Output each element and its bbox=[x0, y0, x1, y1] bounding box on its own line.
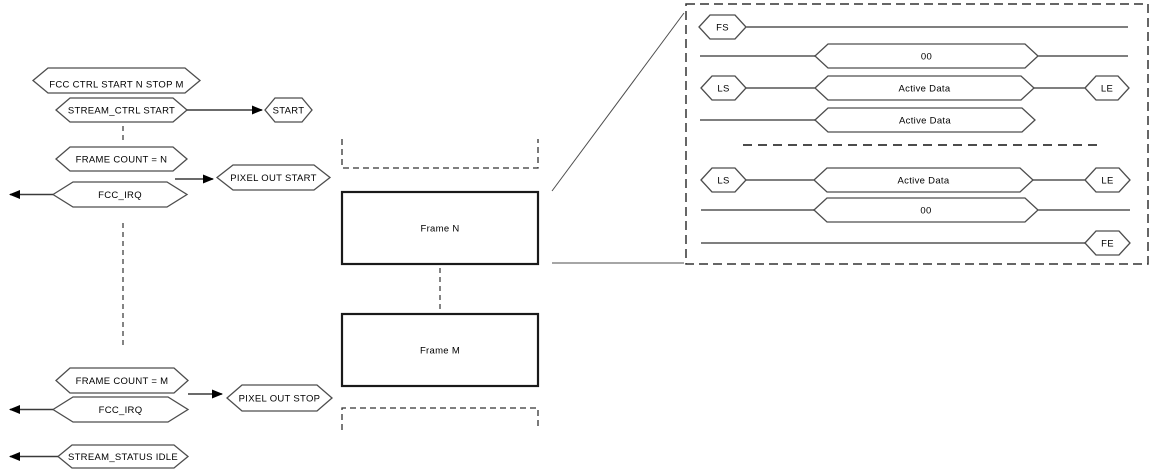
pixel-out-start-label: PIXEL OUT START bbox=[230, 173, 317, 184]
stream-status-idle-hexagon bbox=[56, 444, 190, 469]
timing-detail-panel: FS 00 LS Active Data LE Active Data LS A… bbox=[685, 3, 1149, 265]
fe-hexagon bbox=[1084, 230, 1131, 256]
fs-label: FS bbox=[716, 23, 729, 34]
ls-top-label: LS bbox=[717, 84, 729, 95]
le-bottom-hexagon bbox=[1084, 167, 1131, 193]
active-data-blue-label: Active Data bbox=[899, 116, 951, 127]
start-hexagon bbox=[264, 97, 313, 123]
stream-status-idle-label: STREAM_STATUS IDLE bbox=[68, 452, 178, 463]
fcc-irq-1-hexagon bbox=[51, 181, 189, 208]
left-flow: FCC CTRL START N STOP M STREAM_CTRL STAR… bbox=[9, 67, 333, 469]
callout-line-top bbox=[551, 12, 685, 192]
le-top-hexagon bbox=[1084, 75, 1130, 101]
previous-frame-partial-box bbox=[341, 139, 539, 169]
frame-m-box bbox=[340, 312, 540, 388]
frame-sequence: Frame N Frame M bbox=[340, 12, 685, 430]
frame-n-label: Frame N bbox=[420, 224, 459, 235]
stream-ctrl-label: STREAM_CTRL START bbox=[68, 106, 175, 117]
timing-panel-border bbox=[685, 3, 1149, 265]
frame-count-n-label: FRAME COUNT = N bbox=[76, 155, 168, 166]
fcc-ctrl-label: FCC CTRL START N STOP M bbox=[49, 80, 183, 91]
frame-count-m-hexagon bbox=[55, 367, 189, 394]
bus-00-bottom-label: 00 bbox=[920, 206, 931, 217]
frame-m-label: Frame M bbox=[420, 346, 460, 357]
fe-label: FE bbox=[1101, 239, 1114, 250]
pixel-out-stop-hexagon bbox=[226, 384, 333, 412]
frame-count-m-label: FRAME COUNT = M bbox=[76, 376, 169, 387]
fcc-irq-2-hexagon bbox=[51, 396, 190, 423]
start-label: START bbox=[273, 106, 305, 117]
active-data-blue-hexagon bbox=[814, 107, 1036, 133]
frame-count-n-hexagon bbox=[55, 146, 188, 172]
next-frame-partial-box bbox=[341, 407, 539, 430]
bus-00-top-label: 00 bbox=[921, 52, 932, 63]
active-data-pink-top-label: Active Data bbox=[899, 84, 951, 95]
fcc-irq-2-label: FCC_IRQ bbox=[99, 405, 143, 416]
fcc-ctrl-hexagon bbox=[31, 67, 202, 94]
le-bottom-label: LE bbox=[1101, 176, 1113, 187]
pixel-out-start-hexagon bbox=[215, 164, 332, 191]
le-top-label: LE bbox=[1101, 84, 1113, 95]
ls-bottom-label: LS bbox=[717, 176, 729, 187]
active-data-pink-bottom-label: Active Data bbox=[898, 176, 950, 187]
pixel-out-stop-label: PIXEL OUT STOP bbox=[239, 394, 321, 405]
frame-n-box bbox=[340, 190, 540, 266]
fcc-irq-1-label: FCC_IRQ bbox=[98, 190, 142, 201]
